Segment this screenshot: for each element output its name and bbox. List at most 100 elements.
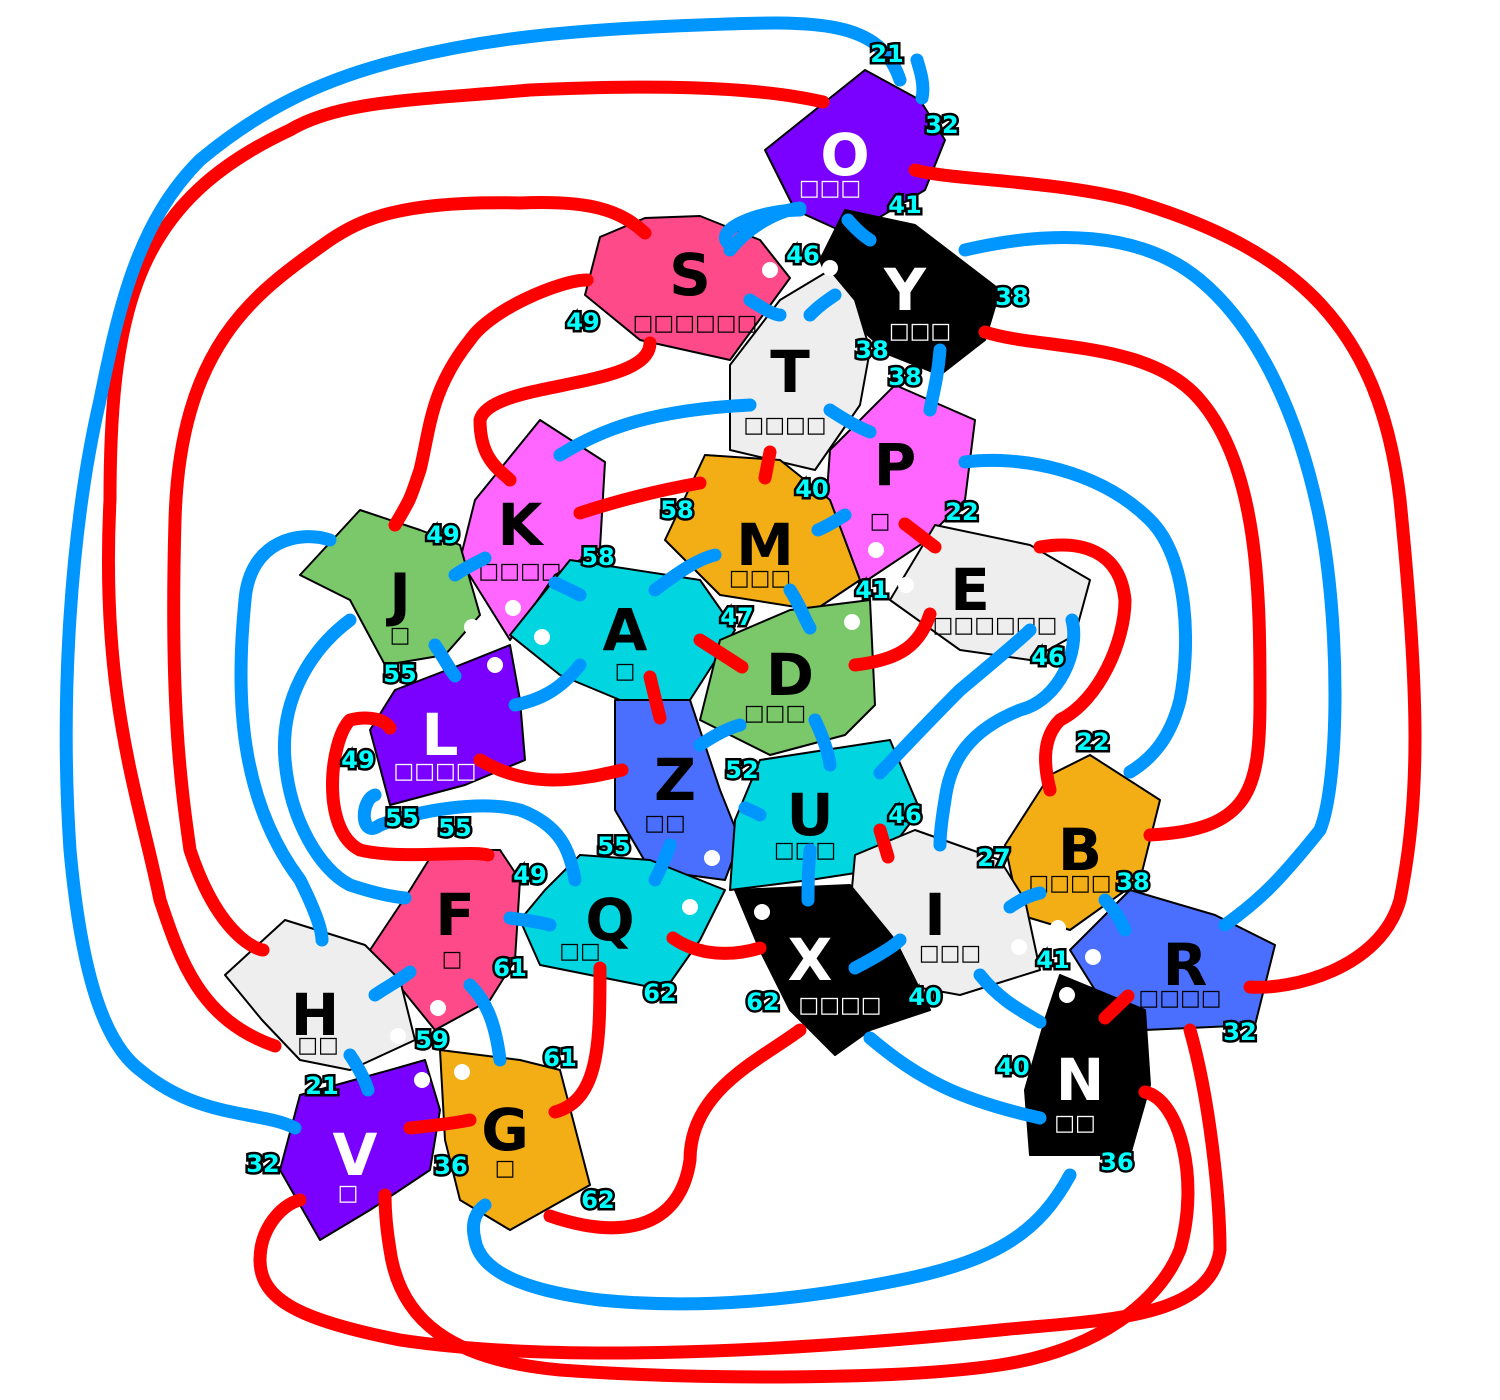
tile-a-slots: □ [615, 659, 636, 684]
number-label: 21 [870, 40, 903, 68]
red-wire [898, 517, 942, 554]
tile-x[interactable]: X□□□□ [734, 884, 931, 1056]
red-wire [101, 80, 830, 1053]
pip-dot [704, 850, 720, 866]
tile-y-letter: Y [883, 256, 927, 324]
tile-t-slots: □□□□ [743, 413, 826, 438]
number-label: 55 [597, 832, 630, 860]
number-label: 55 [385, 804, 418, 832]
blue-wire [503, 911, 557, 932]
blue-wire [738, 801, 767, 822]
pip-dot [390, 1028, 406, 1044]
tile-o[interactable]: O□□□ [764, 69, 946, 236]
number-label: 27 [977, 844, 1010, 872]
tile-s[interactable]: S□□□□□□ [584, 215, 791, 361]
blue-wire [801, 843, 817, 907]
pip-dot [505, 600, 521, 616]
tile-v-shape [279, 1059, 441, 1241]
tile-q-shape [519, 854, 726, 991]
number-label: 58 [660, 496, 693, 524]
pip-dot [1050, 920, 1066, 936]
tile-z[interactable]: Z□□ [614, 699, 741, 881]
red-wire [643, 670, 667, 725]
red-wire [1098, 989, 1135, 1025]
blue-wire [508, 658, 587, 712]
tile-i-letter: I [924, 881, 946, 949]
number-label: 41 [1036, 946, 1069, 974]
pip-dot [414, 1072, 430, 1088]
tile-n-shape [1024, 974, 1151, 1156]
blue-wire [548, 576, 587, 602]
tile-g-shape [439, 1049, 591, 1231]
blue-wire [719, 203, 807, 252]
tile-i-slots: □□□ [919, 941, 981, 966]
tile-m[interactable]: M□□□ [664, 454, 861, 611]
blue-wire [648, 838, 677, 887]
tile-d[interactable]: D□□□ [699, 599, 876, 756]
pip-dot [1059, 987, 1075, 1003]
blue-wire [277, 613, 412, 905]
number-label: 22 [1076, 728, 1109, 756]
number-label: 55 [438, 814, 471, 842]
pip-dot [754, 904, 770, 920]
tile-u-letter: U [786, 781, 833, 849]
red-wire [167, 196, 652, 957]
blue-wire [958, 231, 1342, 932]
tile-q-slots: □□ [559, 939, 601, 964]
tile-e[interactable]: E□□□□□□ [889, 524, 1091, 661]
blue-wire [863, 1031, 1047, 1125]
red-wire [848, 607, 937, 672]
tile-b[interactable]: B□□□□ [1004, 754, 1161, 931]
number-label: 46 [888, 801, 921, 829]
tile-x-slots: □□□□ [798, 993, 881, 1018]
tile-o-slots: □□□ [799, 176, 861, 201]
blue-wire [648, 548, 722, 597]
pip-dot [682, 899, 698, 915]
tile-k-letter: K [498, 491, 545, 559]
tile-h-slots: □□ [297, 1033, 339, 1058]
tile-s-shape [584, 215, 791, 361]
blue-wire [808, 713, 837, 772]
number-label: 52 [725, 756, 758, 784]
blue-wire [693, 718, 747, 752]
red-wire [978, 325, 1267, 842]
red-wire [873, 823, 895, 864]
number-label: 61 [493, 954, 526, 982]
tile-y[interactable]: Y□□□ [819, 209, 1001, 376]
number-label: 41 [888, 191, 921, 219]
red-wire [473, 753, 629, 787]
pip-dot [487, 657, 503, 673]
number-label: 59 [415, 1026, 448, 1054]
tile-n[interactable]: N□□ [1024, 974, 1151, 1156]
tile-g[interactable]: G□ [439, 1049, 591, 1231]
tile-q-letter: Q [585, 886, 634, 954]
tile-v[interactable]: V□ [279, 1059, 441, 1241]
tile-s-letter: S [669, 241, 711, 309]
tile-l-slots: □□□□ [393, 759, 476, 784]
tiles-layer: O□□□S□□□□□□Y□□□T□□□□P□K□□□□M□□□E□□□□□□J□… [224, 69, 1276, 1241]
number-label: 36 [434, 1152, 467, 1180]
labels-layer: 2132414638383849495858402241474955554955… [244, 38, 1259, 1217]
number-label: 21 [305, 1072, 338, 1100]
number-label: 58 [581, 543, 614, 571]
tile-r-letter: R [1163, 931, 1208, 999]
red-wire [908, 163, 1422, 994]
blue-wire [958, 453, 1193, 779]
blue-wire [343, 1048, 375, 1097]
number-label: 49 [426, 521, 459, 549]
tile-q[interactable]: Q□□ [519, 854, 726, 991]
red-wire [1033, 538, 1132, 797]
number-label: 38 [888, 363, 921, 391]
pip-dot [464, 619, 480, 635]
number-label: 55 [438, 814, 471, 842]
red-wire [758, 445, 777, 485]
number-label: 62 [746, 988, 779, 1016]
tile-s-slots: □□□□□□ [633, 311, 758, 336]
number-label: 32 [1223, 1018, 1256, 1046]
tile-x-letter: X [788, 926, 833, 994]
red-wire [548, 961, 607, 1119]
tile-h[interactable]: H□□ [224, 919, 416, 1071]
pip-dot [844, 614, 860, 630]
blue-wire [848, 933, 907, 975]
pip-dot [868, 542, 884, 558]
